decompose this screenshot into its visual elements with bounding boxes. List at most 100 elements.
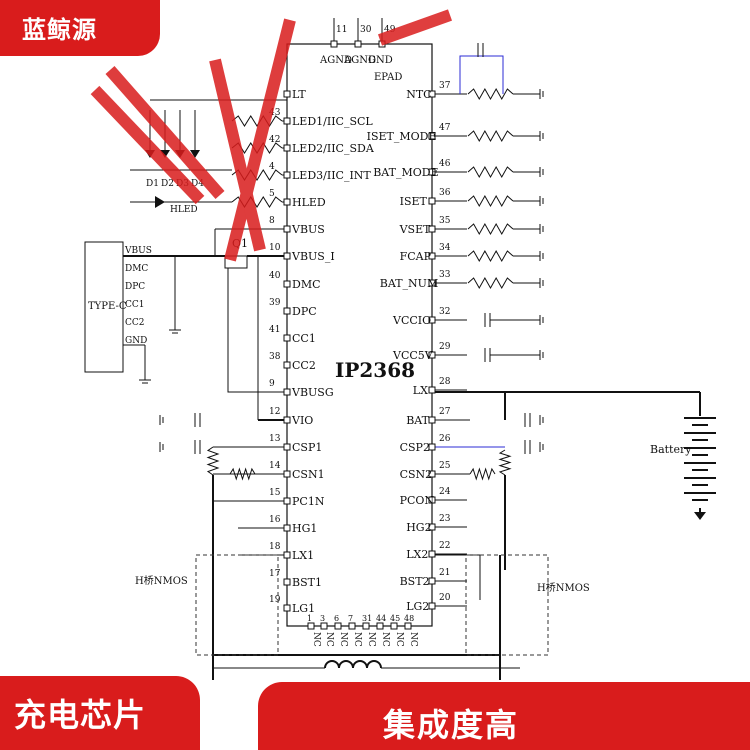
- pin-marker: [283, 307, 291, 315]
- pin-number: 16: [269, 515, 281, 525]
- watermark-stroke: [224, 18, 296, 262]
- sense-resistor: [498, 449, 512, 476]
- hbridge-right-label: H桥NMOS: [537, 582, 590, 594]
- resistor: [467, 249, 514, 263]
- pin-number: 46: [439, 159, 451, 169]
- pin-number: 9: [269, 379, 275, 389]
- pin-marker: [428, 602, 436, 610]
- pin-marker: [428, 443, 436, 451]
- pin-number: 35: [439, 216, 451, 226]
- pin-number: 8: [269, 216, 275, 226]
- pin-label: LG1: [292, 602, 315, 615]
- pin-marker: [428, 132, 436, 140]
- pin-marker: [283, 361, 291, 369]
- pin-label: DMC: [292, 278, 321, 291]
- pin-number: 4: [269, 162, 275, 172]
- pin-label: VCCIO: [392, 314, 431, 327]
- pin-number: 40: [269, 271, 281, 281]
- pin-label: VSET: [399, 223, 432, 236]
- resistor: [467, 129, 514, 143]
- connector-pin: CC2: [125, 318, 145, 328]
- pin-number: 27: [439, 407, 451, 417]
- pin-marker: [428, 316, 436, 324]
- pin-label: EPAD: [374, 72, 402, 83]
- pin-number: 30: [360, 25, 372, 35]
- pin-label: LG2: [406, 600, 429, 613]
- inductor: [324, 660, 340, 669]
- hbridge-box: [195, 554, 279, 656]
- pin-marker: [283, 524, 291, 532]
- pin-label: VIO: [291, 414, 313, 427]
- pin-label: CC1: [292, 332, 316, 345]
- pin-number: 11: [336, 25, 347, 35]
- pin-number: 31: [362, 614, 372, 623]
- pin-marker: [283, 171, 291, 179]
- pin-label: NC: [311, 632, 321, 647]
- banner-right-block: 集成度高: [258, 682, 750, 750]
- sense-resistor: [206, 446, 220, 476]
- pin-number: 32: [439, 307, 450, 317]
- pin-marker: [428, 550, 436, 558]
- pin-label: BST2: [400, 575, 430, 588]
- pin-label: LED2/IIC_SDA: [292, 142, 375, 155]
- pin-label: PC1N: [292, 495, 325, 508]
- pin-marker: [428, 279, 436, 287]
- pin-label: NC: [366, 632, 376, 647]
- inductor: [352, 660, 368, 669]
- pin-marker: [283, 144, 291, 152]
- pin-marker: [354, 40, 362, 48]
- pin-number: 38: [269, 352, 281, 362]
- pin-label: LX: [413, 384, 428, 397]
- pin-marker: [283, 551, 291, 559]
- pin-label: NC: [394, 632, 404, 647]
- pin-label: VBUS: [291, 223, 325, 236]
- pin-label: BAT: [406, 414, 429, 427]
- pin-marker: [362, 622, 370, 630]
- pin-label: VCC5V: [392, 349, 434, 362]
- pin-number: 44: [376, 614, 386, 623]
- bottom-banner: 充电芯片 集成度高: [0, 676, 750, 750]
- pin-marker: [428, 351, 436, 359]
- pin-marker: [320, 622, 328, 630]
- inductor: [366, 660, 382, 669]
- brand-name: 蓝鲸源: [22, 16, 97, 44]
- pin-marker: [283, 416, 291, 424]
- pin-marker: [428, 168, 436, 176]
- pin-label: CSN1: [292, 468, 325, 481]
- pin-label: LT: [292, 88, 306, 101]
- pin-marker: [428, 386, 436, 394]
- pin-number: 6: [334, 614, 339, 623]
- brand-tab: 蓝鲸源: [0, 0, 160, 56]
- pin-label: AGND: [319, 55, 352, 66]
- pin-marker: [283, 578, 291, 586]
- pin-number: 36: [439, 188, 451, 198]
- pin-label: PCON: [400, 494, 435, 507]
- pin-marker: [428, 416, 436, 424]
- pin-marker: [428, 252, 436, 260]
- pin-marker: [428, 577, 436, 585]
- pin-number: 3: [320, 614, 325, 623]
- pin-number: 37: [439, 81, 451, 91]
- pin-number: 10: [269, 243, 281, 253]
- pin-number: 25: [439, 461, 451, 471]
- pin-number: 17: [269, 569, 281, 579]
- banner-left-block: 充电芯片: [0, 676, 200, 750]
- connector-pin: CC1: [125, 300, 145, 310]
- pin-number: 1: [307, 614, 312, 623]
- pin-label: BAT_MODE: [373, 166, 438, 179]
- pin-number: 43: [269, 108, 281, 118]
- usb-connector: [84, 241, 124, 373]
- pin-label: LED1/IIC_SCL: [292, 115, 373, 128]
- connector-pin: DPC: [125, 282, 145, 292]
- pin-number: 7: [348, 614, 353, 623]
- pin-number: 42: [269, 135, 280, 145]
- pin-label: CSP2: [400, 441, 430, 454]
- banner-right-label: 集成度高: [383, 706, 520, 744]
- pin-label: HG2: [406, 521, 431, 534]
- connector-pin: DMC: [125, 264, 148, 274]
- pin-number: 12: [269, 407, 280, 417]
- pin-number: 41: [269, 325, 280, 335]
- pin-number: 22: [439, 541, 450, 551]
- ic-body: [286, 43, 433, 627]
